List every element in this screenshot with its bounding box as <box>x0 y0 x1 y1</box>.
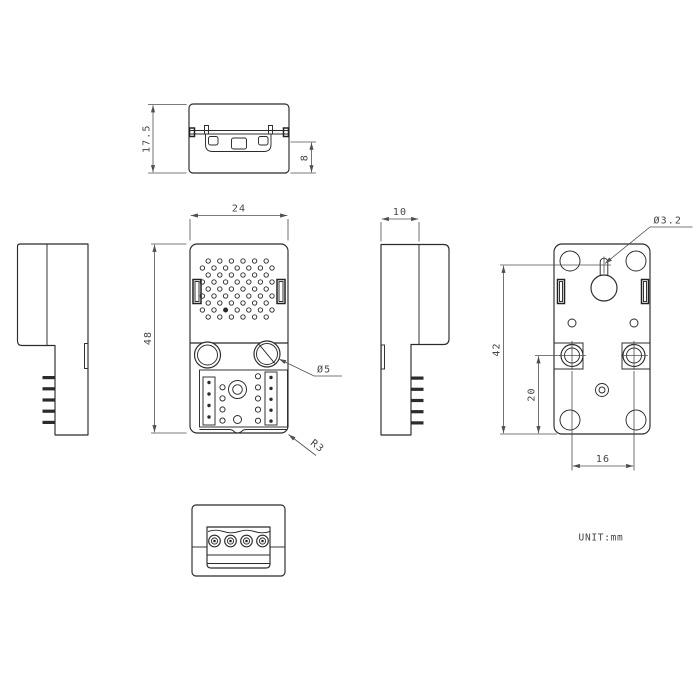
corner-post-top-right <box>625 250 647 272</box>
dim-hole-pitch: 16 <box>596 454 610 465</box>
bottom-view <box>191 504 286 577</box>
dim-hang-hole-dia: Ø3.2 <box>654 215 682 227</box>
latch-left <box>204 125 209 134</box>
front-view: 24 48 Ø5 R3 <box>143 204 342 456</box>
side-slot-right <box>276 278 286 305</box>
edge-slot-left <box>188 127 196 138</box>
center-grommet <box>595 383 609 397</box>
speaker-grille <box>199 258 275 320</box>
dim-height: 48 <box>143 331 154 345</box>
right-view-pins <box>411 376 424 425</box>
screw-terminal-block <box>206 526 271 569</box>
side-slot-left <box>192 278 202 305</box>
center-grommet <box>228 380 247 399</box>
slot-edge-mark <box>380 344 385 370</box>
dim-screw-dia: Ø5 <box>317 364 331 376</box>
latch-right <box>268 125 273 134</box>
connector-profile <box>205 134 272 152</box>
boss-notch-right <box>621 342 650 370</box>
pcb-dots <box>207 373 273 424</box>
right-side-view: 10 <box>380 207 450 436</box>
pin-header-right <box>264 371 278 426</box>
dim-top-step: 8 <box>300 154 311 161</box>
left-side-view <box>16 243 89 436</box>
dim-depth: 10 <box>393 207 407 218</box>
dim-corner-radius: R3 <box>308 438 326 455</box>
dim-hole-offset: 20 <box>527 387 538 401</box>
left-view-pins <box>42 376 55 424</box>
side-slot-right <box>640 278 650 305</box>
top-view: 17.5 8 <box>142 103 316 174</box>
screw-hole-left <box>193 341 222 369</box>
corner-post-top-left <box>559 250 581 272</box>
bottom-lip <box>199 429 288 434</box>
keyhole-hanger <box>590 256 618 302</box>
back-view: 42 20 16 Ø3.2 <box>492 215 693 471</box>
small-hole-right <box>629 318 639 328</box>
small-hole-left <box>567 318 577 328</box>
side-slot-left <box>556 278 566 305</box>
small-hole <box>233 415 242 424</box>
pin-header-left <box>202 376 216 426</box>
grille-dots <box>199 258 275 320</box>
dim-width: 24 <box>232 204 246 215</box>
unit-note: UNIT:mm <box>579 533 624 544</box>
pcb-outline <box>199 369 288 428</box>
dim-back-span: 42 <box>492 342 503 356</box>
corner-post-bottom-right <box>625 409 647 431</box>
dim-top-height: 17.5 <box>142 125 153 153</box>
slot-edge-mark <box>84 343 89 369</box>
terminal-circles <box>208 534 269 548</box>
corner-post-bottom-left <box>559 409 581 431</box>
edge-slot-right <box>282 127 290 138</box>
screw-slot-mark <box>258 344 276 364</box>
